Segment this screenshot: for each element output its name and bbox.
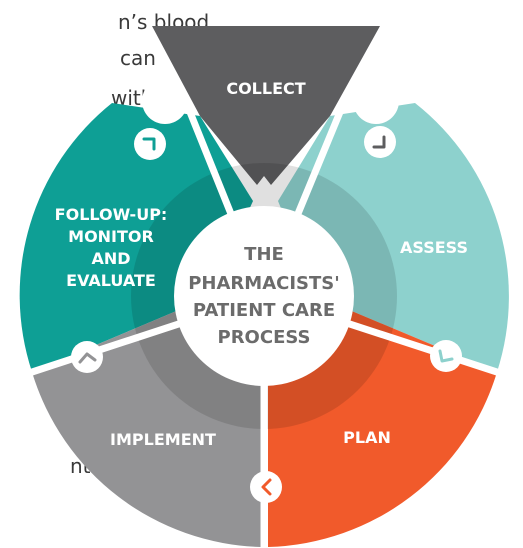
connector-knob-right bbox=[353, 78, 399, 124]
chevron-right-icon bbox=[142, 137, 156, 151]
center-title-line-4: PROCESS bbox=[218, 327, 311, 348]
segment-collect[interactable] bbox=[152, 26, 380, 185]
segment-label-followup-2: MONITOR bbox=[68, 227, 154, 246]
segment-label-plan: PLAN bbox=[343, 428, 391, 447]
arrow-badge-implement-to-followup[interactable] bbox=[71, 341, 103, 373]
segment-label-followup-4: EVALUATE bbox=[66, 271, 156, 290]
arrow-badge-collect-to-assess[interactable] bbox=[364, 126, 396, 158]
segment-label-assess: ASSESS bbox=[400, 238, 468, 257]
chevron-down-icon bbox=[372, 135, 386, 149]
arrow-badge-assess-to-plan[interactable] bbox=[430, 340, 462, 372]
connector-knob-left bbox=[142, 78, 188, 124]
arrow-badge-followup-to-collect[interactable] bbox=[134, 128, 166, 160]
segment-assess[interactable] bbox=[278, 103, 509, 372]
segment-label-collect: COLLECT bbox=[226, 79, 305, 98]
background-text-line-2: can bbox=[120, 46, 156, 70]
center-title-line-1: THE bbox=[244, 244, 284, 265]
segment-label-followup-3: AND bbox=[91, 249, 130, 268]
center-circle bbox=[174, 206, 354, 386]
chevron-left-icon bbox=[261, 478, 272, 496]
chevron-down-icon bbox=[438, 349, 454, 363]
segment-follow-up[interactable] bbox=[19, 103, 254, 372]
arrow-badge-plan-to-implement[interactable] bbox=[250, 471, 282, 503]
center-title-line-3: PATIENT CARE bbox=[193, 300, 335, 321]
segment-label-followup-1: FOLLOW-UP: bbox=[55, 205, 168, 224]
chevron-up-icon bbox=[78, 352, 97, 364]
segment-label-implement: IMPLEMENT bbox=[110, 430, 216, 449]
center-title-line-2: PHARMACISTS' bbox=[188, 273, 340, 294]
